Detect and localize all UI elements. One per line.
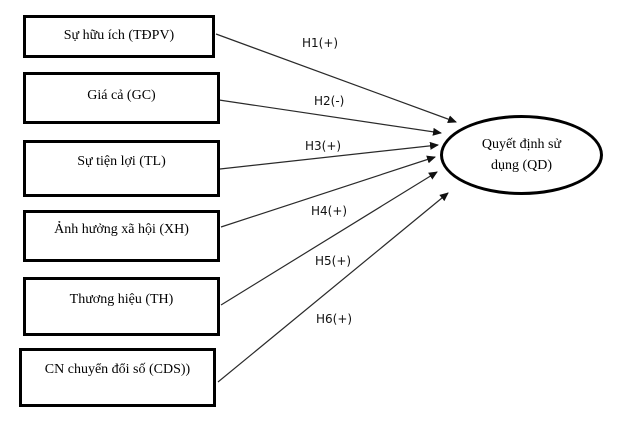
factor-label-gc: Giá cả (GC) — [87, 87, 156, 103]
factor-label-tl: Sự tiện lợi (TL) — [77, 153, 166, 169]
factor-box-xh: Ảnh hưởng xã hội (XH) — [23, 210, 220, 262]
hypothesis-label-h2: H2(-) — [314, 94, 345, 108]
arrow-h1 — [215, 33, 457, 124]
arrow-h6 — [217, 192, 449, 383]
factor-box-th: Thương hiệu (TH) — [23, 277, 220, 336]
outcome-ellipse: Quyết định sử dụng (QD) — [440, 115, 603, 195]
arrow-h2 — [218, 99, 442, 136]
factor-label-th: Thương hiệu (TH) — [69, 291, 174, 307]
hypothesis-label-h6: H6(+) — [316, 312, 353, 326]
hypothesis-label-h4: H4(+) — [311, 204, 348, 218]
factor-box-tdpv: Sự hữu ích (TĐPV) — [23, 15, 215, 58]
arrow-h4 — [220, 155, 436, 228]
factor-box-gc: Giá cả (GC) — [23, 72, 220, 124]
factor-label-tdpv: Sự hữu ích (TĐPV) — [63, 28, 175, 44]
factor-label-xh: Ảnh hưởng xã hội (XH) — [54, 221, 189, 237]
factor-label-cds: CN chuyển đổi số (CDS)) — [44, 361, 191, 377]
outcome-label-line2: dụng (QD) — [490, 158, 553, 173]
hypothesis-label-h5: H5(+) — [315, 254, 352, 268]
arrow-h5 — [220, 171, 438, 306]
factor-box-tl: Sự tiện lợi (TL) — [23, 140, 220, 197]
hypothesis-label-h1: H1(+) — [302, 36, 339, 50]
outcome-label-line1: Quyết định sử — [481, 137, 562, 152]
hypothesis-label-h3: H3(+) — [305, 139, 342, 153]
factor-box-cds: CN chuyển đổi số (CDS)) — [19, 348, 216, 407]
arrow-h3 — [219, 141, 439, 170]
